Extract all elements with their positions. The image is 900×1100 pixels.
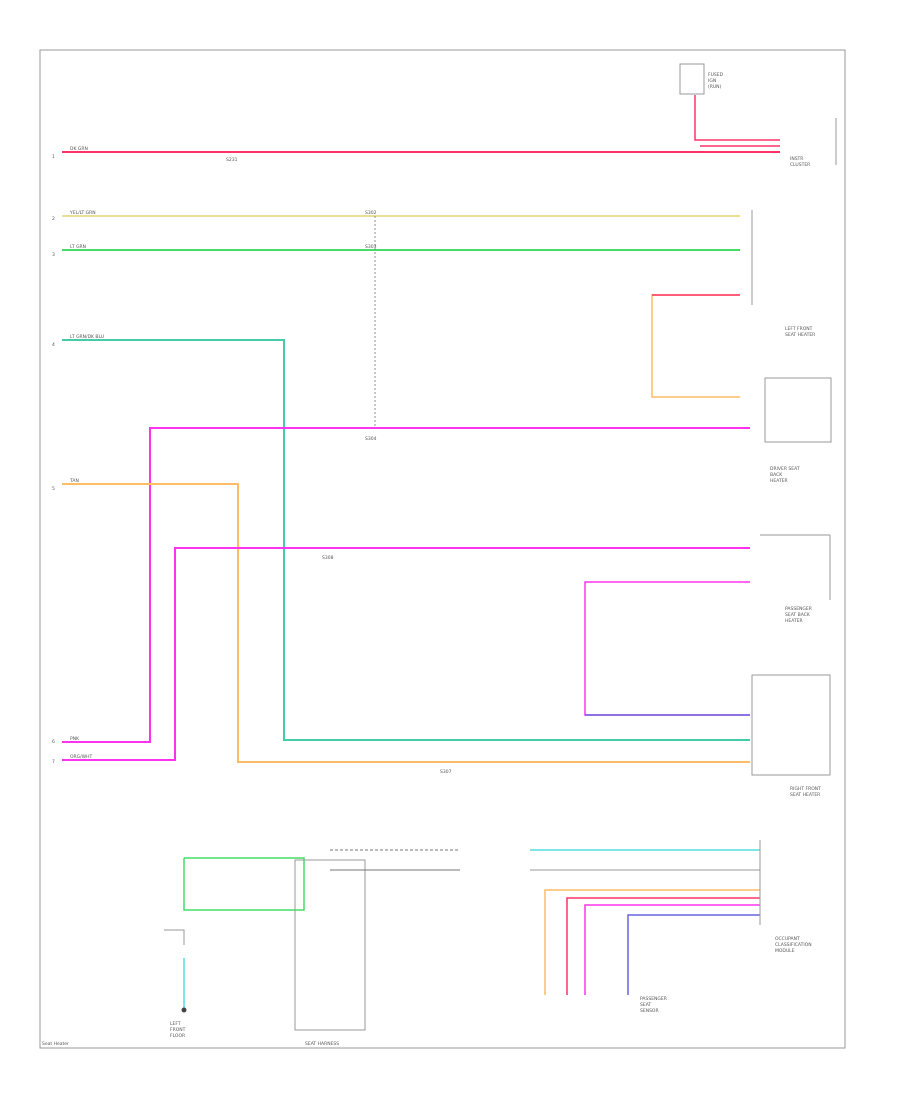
wire-magenta-a: PNK S304 — [62, 427, 750, 743]
splice-s2: S302 — [365, 210, 377, 216]
wire-magenta-b-code: ORG/WHT — [70, 754, 93, 760]
pin-5-label: 5 — [52, 486, 55, 492]
splice-s3: S303 — [365, 244, 377, 250]
pin-2-label: 2 — [52, 216, 55, 222]
wire-orange: TAN S307 — [62, 478, 750, 775]
wire-magenta-a-code: PNK — [70, 736, 80, 742]
pin-6-label: 6 — [52, 739, 55, 745]
pin-1-label: 1 — [52, 154, 55, 160]
wire-orange-code: TAN — [69, 478, 79, 484]
wire-green: LT GRN S303 — [62, 244, 740, 251]
pin-3-label: 3 — [52, 252, 55, 258]
wire-teal: LT GRN/DK BLU — [62, 334, 750, 741]
left-pin-labels: 1 2 3 4 5 6 7 — [52, 154, 55, 765]
splice-s1: S231 — [226, 157, 238, 163]
wire-magenta-b: ORG/WHT S308 — [62, 547, 750, 761]
pin-7-label: 7 — [52, 759, 55, 765]
wire-orange-upper — [651, 294, 740, 398]
seat-harness-label: SEAT HARNESS — [305, 1041, 339, 1047]
wire-yellow: YEL/LT GRN S302 — [62, 210, 740, 217]
pin-4-label: 4 — [52, 342, 55, 348]
splice-s6: S308 — [322, 555, 334, 561]
splice-s4: S304 — [365, 436, 377, 442]
wire-green-code: LT GRN — [70, 244, 86, 250]
diagram-footer: Seat Heater — [42, 1041, 69, 1047]
wire-red: DK GRN S231 — [62, 95, 780, 163]
wire-teal-code: LT GRN/DK BLU — [70, 334, 104, 340]
wire-red-code: DK GRN — [70, 146, 88, 152]
wire-yellow-code: YEL/LT GRN — [69, 210, 96, 216]
seat-harness-connector: SEAT HARNESS — [294, 849, 460, 1047]
diagram-frame — [39, 49, 846, 1049]
splice-s5: S307 — [440, 769, 452, 775]
